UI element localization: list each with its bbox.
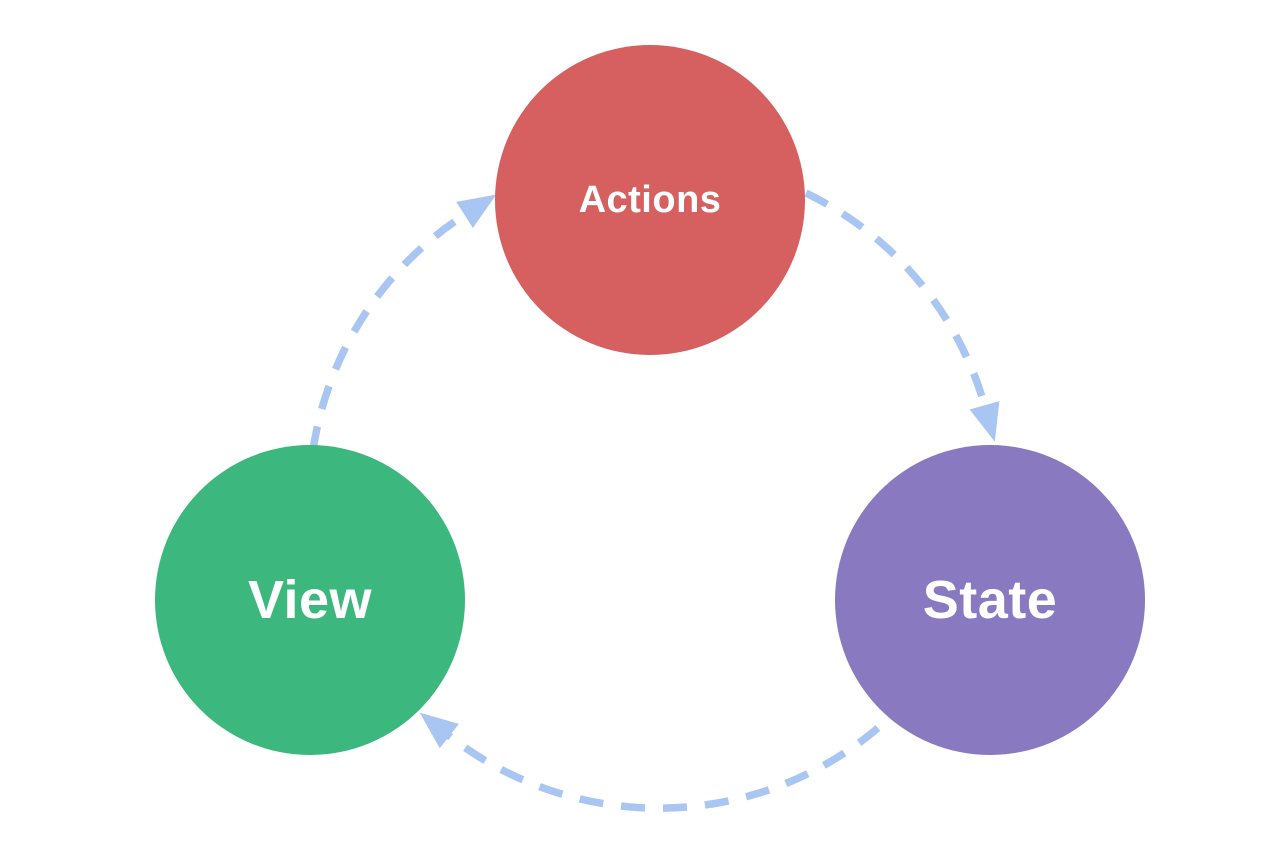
view-node: View — [155, 445, 465, 755]
arrow-actions-to-state — [804, 189, 1000, 442]
arrow-view-to-actions — [309, 194, 497, 451]
actions-node: Actions — [495, 45, 805, 355]
actions-node-label: Actions — [578, 179, 722, 221]
state-node: State — [835, 445, 1145, 755]
arrow-state-to-view — [419, 712, 881, 812]
view-node-label: View — [247, 570, 373, 630]
state-node-label: State — [922, 570, 1058, 630]
